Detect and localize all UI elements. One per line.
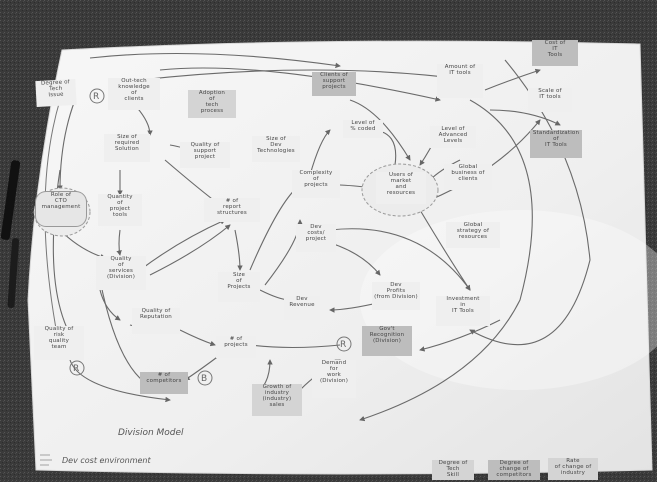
- note-degree-of-change-of-competitors: Degree of change of competitors: [488, 460, 540, 480]
- loop-marker-b: B: [201, 374, 207, 384]
- paper-glare: [360, 210, 657, 390]
- note-degree-of-tech-skill: Degree of Tech Skill: [432, 460, 474, 480]
- note-size-of-dev-technologies: Size of Dev Technologies: [252, 136, 300, 162]
- note-size-of-required-solution: Size of required Solution: [104, 134, 150, 162]
- handwriting-title: Division Model: [118, 428, 184, 438]
- loop-marker-r2: R: [340, 340, 346, 350]
- note-degree-of-tech-issue: Degree of Tech Issue: [35, 78, 77, 108]
- note-quality-of-risk-quality-team: Quality of risk quality team: [34, 326, 84, 360]
- note-level-of-advanced-levels: Level of Advanced Levels: [430, 126, 476, 148]
- note-standardization-of-it-tools: Standardization of IT Tools: [530, 130, 582, 158]
- note-users-of-market-and-resources: Users of market and resources: [376, 172, 426, 204]
- note-global-business-of-clients: Global business of clients: [444, 164, 492, 190]
- loop-markers: R R R B: [69, 88, 352, 386]
- note-level-of-coded: Level of % coded: [343, 120, 383, 138]
- note-size-of-projects: Size of Projects: [218, 272, 260, 302]
- handwriting-scribbles: [40, 454, 52, 466]
- note-demand-for-work: Demand for work (Division): [312, 360, 356, 398]
- loop-marker-r1: R: [93, 92, 99, 102]
- note-out-tech-knowledge: Out-tech knowledge of clients: [108, 78, 160, 110]
- note-number-of-projects: # of projects: [216, 336, 256, 358]
- note-global-strategy-of-resources: Global strategy of resources: [446, 222, 500, 248]
- note-quality-of-reputation: Quality of Reputation: [132, 308, 180, 334]
- note-growth-of-industry: Growth of industry (industry) sales: [252, 384, 302, 416]
- note-investment-in-it-tools: Investment in IT Tools: [436, 296, 490, 326]
- note-quantity-of-project-tools: Quantity of project tools: [98, 194, 142, 226]
- note-clients-of-support-projects: Clients of support projects: [312, 72, 356, 96]
- note-govt-recognition: Gov't Recognition (Division): [362, 326, 412, 356]
- note-cost-of-it-tools: Cost of IT Tools: [532, 40, 578, 66]
- note-quality-of-services-division: Quality of services (Division): [96, 256, 146, 290]
- note-rate-of-change-of-industry: Rate of change of industry: [548, 458, 598, 480]
- note-dev-revenue: Dev Revenue: [284, 296, 320, 320]
- pen-grey: [7, 238, 20, 308]
- note-amount-of-it-tools: Amount of IT tools: [437, 64, 483, 98]
- handwriting-subtitle: Dev cost environment: [62, 456, 151, 465]
- note-quality-of-support-project: Quality of support project: [180, 142, 230, 168]
- note-complexity-of-projects: Complexity of projects: [292, 170, 340, 198]
- note-role-of-cto-management: Role of CTO management: [36, 192, 86, 226]
- note-scale-of-it-tools: Scale of IT tools: [528, 88, 572, 112]
- note-number-of-report-structures: # of report structures: [204, 198, 260, 222]
- note-dev-costs-project: Dev costs/ project: [296, 224, 336, 252]
- note-adoption-of-tech-process: Adoption of tech process: [188, 90, 236, 118]
- note-number-of-competitors: # of competitors: [140, 372, 188, 394]
- loop-marker-r3: R: [73, 364, 79, 374]
- note-dev-profits: Dev Profits (from Division): [372, 282, 420, 310]
- pen-black: [0, 160, 21, 240]
